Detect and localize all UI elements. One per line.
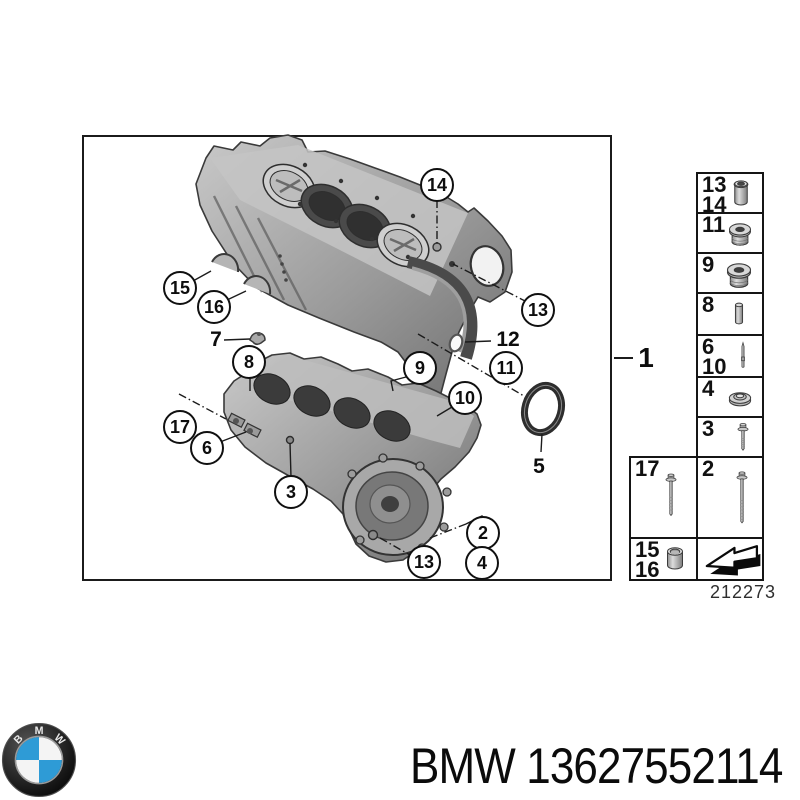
legend-cell-8: 8 xyxy=(696,292,764,336)
svg-text:M: M xyxy=(35,725,44,737)
drawing-number: 212273 xyxy=(710,582,777,602)
screw-plug-icon xyxy=(718,213,762,255)
callout-15: 15 xyxy=(163,271,197,305)
leader-lines xyxy=(178,200,633,556)
callout-13: 13 xyxy=(407,545,441,579)
legend-cell-3: 3 xyxy=(696,416,764,458)
retainer-clip-part xyxy=(249,332,266,346)
hex-bolt-medium-icon xyxy=(654,462,688,534)
callout-9: 9 xyxy=(403,351,437,385)
callout-8: 8 xyxy=(232,345,266,379)
crankshaft-seal-ring xyxy=(520,381,566,437)
dowel-pin-icon xyxy=(720,295,758,335)
callout-1: 1 xyxy=(638,342,654,373)
callout-13: 13 xyxy=(521,293,555,327)
legend-cell-9: 9 xyxy=(696,252,764,294)
callout-16: 16 xyxy=(197,290,231,324)
bushing-icon xyxy=(654,539,696,579)
callout-10: 10 xyxy=(448,381,482,415)
callout-11: 11 xyxy=(489,351,523,385)
crankcase-lower xyxy=(223,352,482,563)
hex-bolt-long-icon xyxy=(725,459,759,538)
callout-4: 4 xyxy=(465,546,499,580)
legend-cell-arrow xyxy=(696,537,764,581)
callout-7: 7 xyxy=(210,328,222,351)
legend-cell-2: 2 xyxy=(696,456,764,539)
locating-sleeve-icon xyxy=(721,175,761,215)
callout-3: 3 xyxy=(274,475,308,509)
legend-cell-11: 11 xyxy=(696,212,764,254)
callout-12: 12 xyxy=(496,328,520,351)
footer-part-number: BMW 13627552114 xyxy=(410,738,783,794)
sealing-cap-icon xyxy=(718,378,762,418)
hex-bolt-short-icon xyxy=(726,418,760,458)
callout-14: 14 xyxy=(420,168,454,202)
small-o-ring-part xyxy=(448,333,464,353)
callout-17: 17 xyxy=(163,410,197,444)
callout-2: 2 xyxy=(466,516,500,550)
callout-5: 5 xyxy=(533,455,545,478)
legend-cell-4: 4 xyxy=(696,376,764,418)
legend-cell-17: 17 xyxy=(629,456,698,539)
bmw-roundel-logo: B M W xyxy=(1,722,77,798)
fitting-pin-icon xyxy=(726,336,760,378)
direction-arrow-icon xyxy=(700,541,762,579)
callout-6: 6 xyxy=(190,431,224,465)
